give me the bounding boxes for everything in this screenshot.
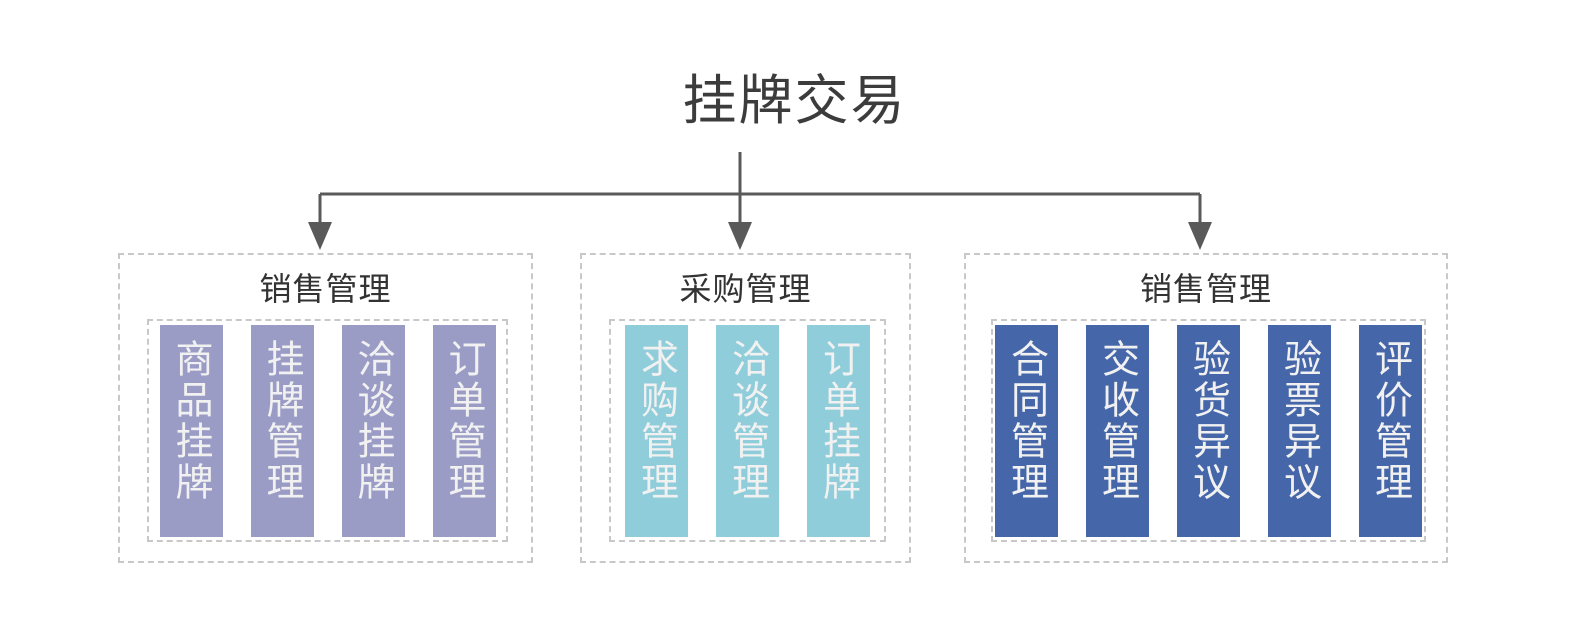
card-item[interactable]: 商品挂牌 [159, 324, 223, 537]
card-label: 挂牌管理 [260, 338, 304, 503]
card-list-purchase: 求购管理 洽谈管理 订单挂牌 [625, 324, 870, 537]
card-label: 验货异议 [1186, 338, 1231, 503]
card-label: 合同管理 [1004, 338, 1049, 503]
card-label: 评价管理 [1368, 338, 1413, 503]
card-label: 验票异议 [1277, 338, 1322, 503]
card-item[interactable]: 订单管理 [432, 324, 496, 537]
card-item[interactable]: 洽谈管理 [716, 324, 779, 537]
card-label: 洽谈管理 [725, 338, 770, 503]
card-item[interactable]: 合同管理 [995, 324, 1058, 537]
card-label: 洽谈挂牌 [351, 338, 395, 503]
group-box-sales-1[interactable]: 销售管理 商品挂牌 挂牌管理 洽谈挂牌 订单管理 [118, 253, 533, 563]
group-inner-box-purchase: 求购管理 洽谈管理 订单挂牌 [609, 319, 886, 542]
diagram-title: 挂牌交易 [682, 69, 907, 132]
group-inner-box-sales-1: 商品挂牌 挂牌管理 洽谈挂牌 订单管理 [147, 319, 508, 542]
group-box-purchase[interactable]: 采购管理 求购管理 洽谈管理 订单挂牌 [580, 253, 911, 563]
group-title-sales-2: 销售管理 [1139, 270, 1272, 308]
card-label: 订单挂牌 [816, 338, 861, 503]
card-item[interactable]: 挂牌管理 [250, 324, 314, 537]
card-item[interactable]: 求购管理 [625, 324, 688, 537]
card-item[interactable]: 洽谈挂牌 [341, 324, 405, 537]
card-item[interactable]: 验货异议 [1177, 324, 1240, 537]
card-item[interactable]: 验票异议 [1268, 324, 1331, 537]
card-item[interactable]: 交收管理 [1086, 324, 1149, 537]
card-label: 订单管理 [442, 338, 486, 503]
card-label: 商品挂牌 [169, 338, 213, 503]
group-box-sales-2[interactable]: 销售管理 合同管理 交收管理 验货异议 验票异议 评价管理 [964, 253, 1448, 563]
group-title-sales-1: 销售管理 [259, 270, 392, 308]
card-item[interactable]: 订单挂牌 [807, 324, 870, 537]
card-label: 交收管理 [1095, 338, 1140, 503]
group-inner-box-sales-2: 合同管理 交收管理 验货异议 验票异议 评价管理 [991, 319, 1426, 542]
card-list-sales-2: 合同管理 交收管理 验货异议 验票异议 评价管理 [995, 324, 1422, 537]
card-item[interactable]: 评价管理 [1359, 324, 1422, 537]
card-list-sales-1: 商品挂牌 挂牌管理 洽谈挂牌 订单管理 [159, 324, 496, 537]
card-label: 求购管理 [634, 338, 679, 503]
group-title-purchase: 采购管理 [679, 270, 812, 308]
